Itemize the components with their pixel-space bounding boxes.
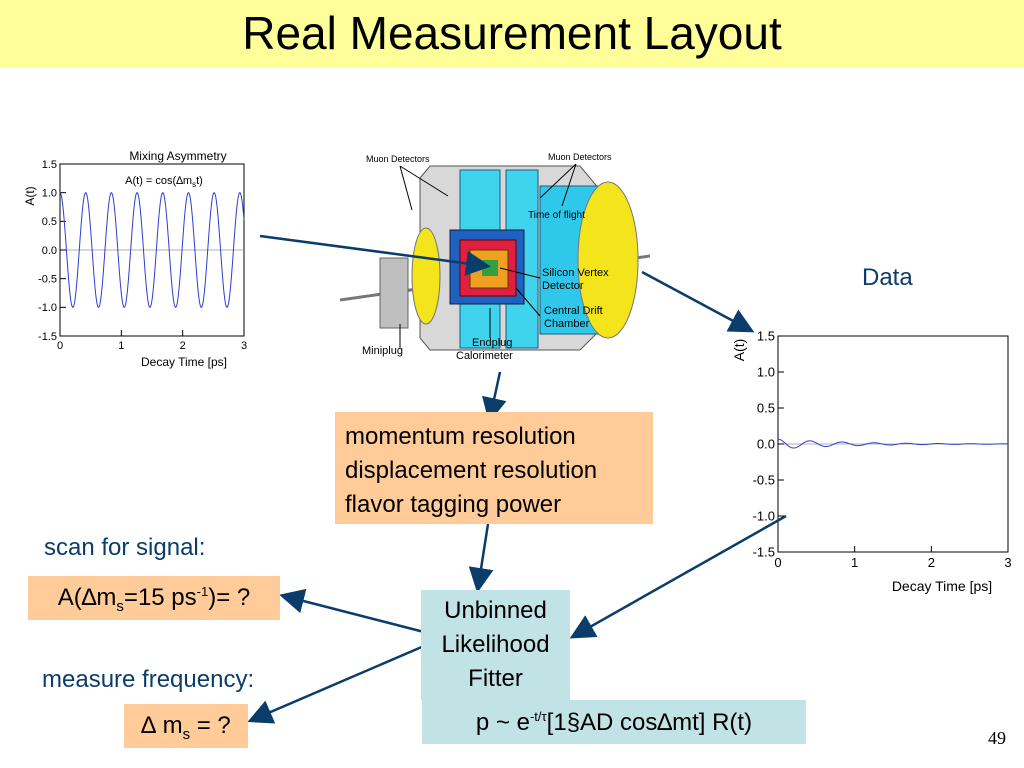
y-tick-label: 0.0 <box>42 245 57 257</box>
detector-leader-lines <box>399 163 577 348</box>
y-tick-label: -1.0 <box>753 509 775 524</box>
y-tick-label: 0.0 <box>757 437 775 452</box>
resolution-box: momentum resolution displacement resolut… <box>335 412 653 524</box>
label-muon-detectors-right: Muon Detectors <box>548 152 612 162</box>
series-line <box>59 192 245 308</box>
page-number: 49 <box>988 728 1006 748</box>
measure-label: measure frequency: <box>42 666 255 693</box>
label-muon-detectors-left: Muon Detectors <box>366 154 430 164</box>
x-tick-label: 3 <box>1004 555 1011 570</box>
label-central-drift: Central Drift <box>544 305 603 317</box>
scan-label: scan for signal: <box>44 534 206 561</box>
chart-title: Mixing Asymmetry <box>129 149 226 163</box>
mixing-asymmetry-chart: Mixing Asymmetry A(t) = cos(∆mst) A(t) D… <box>23 149 247 369</box>
y-tick-label: 1.0 <box>757 365 775 380</box>
y-axis-label: A(t) <box>731 339 747 362</box>
arrow-detector-to-resolution <box>482 371 507 423</box>
label-endplug: Endplug <box>472 337 512 349</box>
label-calorimeter: Calorimeter <box>456 350 513 362</box>
asymmetry-box: A(∆ms=15 ps-1)= ? <box>28 576 280 620</box>
y-tick-label: 1.5 <box>42 159 57 171</box>
y-tick-label: -0.5 <box>753 473 775 488</box>
likelihood-formula-box: p ~ e-t/τ[1§AD cos∆mt] R(t) <box>422 700 806 744</box>
fitter-box: Unbinned Likelihood Fitter <box>421 590 570 700</box>
x-tick-label: 0 <box>57 340 63 352</box>
y-tick-label: -1.0 <box>38 302 57 314</box>
x-tick-label: 1 <box>118 340 124 352</box>
arrow-fitter-to-asymmetry <box>279 588 425 634</box>
series-line <box>777 438 1009 449</box>
resolution-item: momentum resolution <box>345 423 576 450</box>
x-tick-label: 2 <box>180 340 186 352</box>
arrow-detector-to-data <box>641 270 755 333</box>
y-tick-label: -1.5 <box>753 545 775 560</box>
data-chart: A(t) Decay Time [ps] 1.5 1.0 0.5 0.0 -0.5 -1.… <box>731 329 1012 594</box>
label-time-of-flight: Time of flight <box>528 210 585 221</box>
arrow-chart-to-detector <box>259 234 491 276</box>
x-axis-label: Decay Time [ps] <box>141 355 227 369</box>
y-tick-label: -1.5 <box>38 331 57 343</box>
x-axis-label: Decay Time [ps] <box>892 578 992 594</box>
title-band <box>0 0 1024 68</box>
label-miniplug: Miniplug <box>362 345 403 357</box>
page-title: Real Measurement Layout <box>242 7 782 59</box>
y-tick-label: -0.5 <box>38 274 57 286</box>
chart-subtitle: A(t) = cos(∆mst) <box>125 175 203 189</box>
fitter-line: Unbinned <box>444 597 547 624</box>
label-detector: Detector <box>542 280 584 292</box>
x-tick-label: 2 <box>928 555 935 570</box>
x-tick-label: 0 <box>774 555 781 570</box>
y-tick-label: 1.0 <box>42 188 57 200</box>
y-tick-label: 1.5 <box>757 329 775 344</box>
arrow-fitter-to-dms <box>247 644 425 724</box>
arrow-data-to-fitter <box>569 514 787 639</box>
y-tick-label: 0.5 <box>757 401 775 416</box>
resolution-item: displacement resolution <box>345 457 598 484</box>
resolution-item: flavor tagging power <box>345 491 562 518</box>
fitter-line: Likelihood <box>441 631 550 658</box>
label-chamber: Chamber <box>544 318 590 330</box>
x-tick-label: 3 <box>241 340 247 352</box>
dms-box: ∆ ms = ? <box>124 704 248 748</box>
label-silicon-vertex: Silicon Vertex <box>542 267 609 279</box>
y-tick-label: 0.5 <box>42 216 57 228</box>
arrow-resolution-to-fitter <box>468 523 494 593</box>
data-label: Data <box>862 264 913 291</box>
y-axis-label: A(t) <box>23 186 37 205</box>
x-tick-label: 1 <box>851 555 858 570</box>
fitter-line: Fitter <box>468 665 523 692</box>
